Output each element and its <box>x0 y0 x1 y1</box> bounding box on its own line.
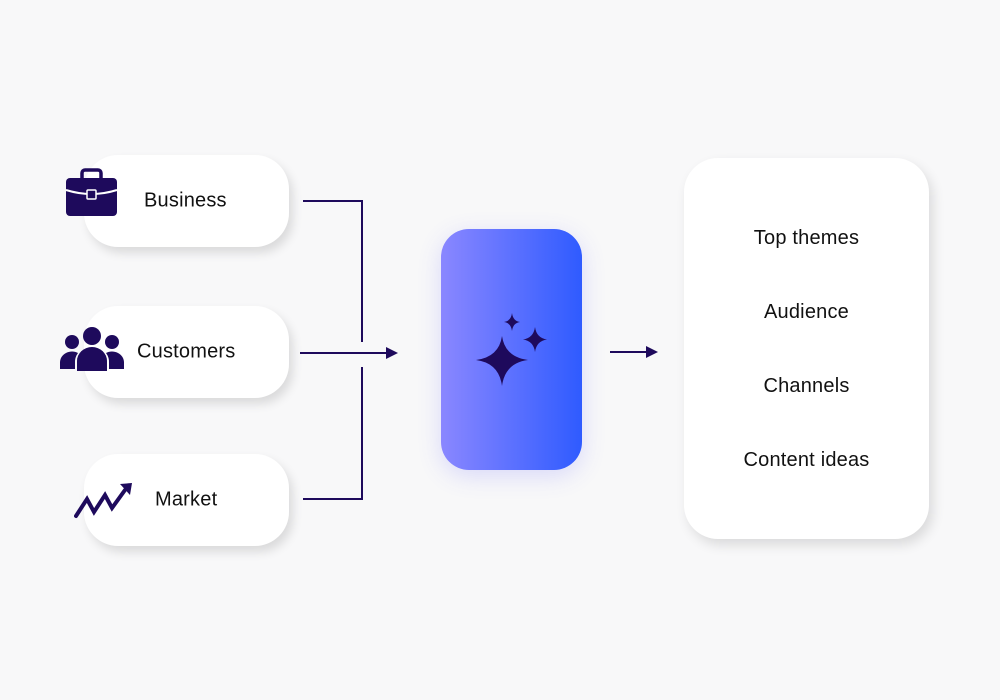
trend-up-icon <box>74 483 132 518</box>
ai-processor-box <box>441 229 582 470</box>
input-card-customers: Customers <box>84 306 289 398</box>
input-label-market: Market <box>155 488 218 511</box>
output-item-content-ideas: Content ideas <box>743 449 870 471</box>
output-item-channels: Channels <box>763 375 850 397</box>
users-icon <box>60 327 124 371</box>
input-label-business: Business <box>144 189 227 212</box>
briefcase-icon <box>65 168 118 216</box>
output-item-audience: Audience <box>764 301 849 323</box>
output-card: Top themes Audience Channels Content ide… <box>684 158 929 539</box>
arrowhead-to-outputs <box>646 346 658 358</box>
arrowhead-to-processor <box>386 347 398 359</box>
input-label-customers: Customers <box>137 340 236 363</box>
input-card-business: Business <box>84 155 289 247</box>
connector-market <box>303 367 363 500</box>
sparkle-icon <box>476 313 547 386</box>
connector-business <box>303 200 363 342</box>
output-item-top-themes: Top themes <box>753 227 860 249</box>
